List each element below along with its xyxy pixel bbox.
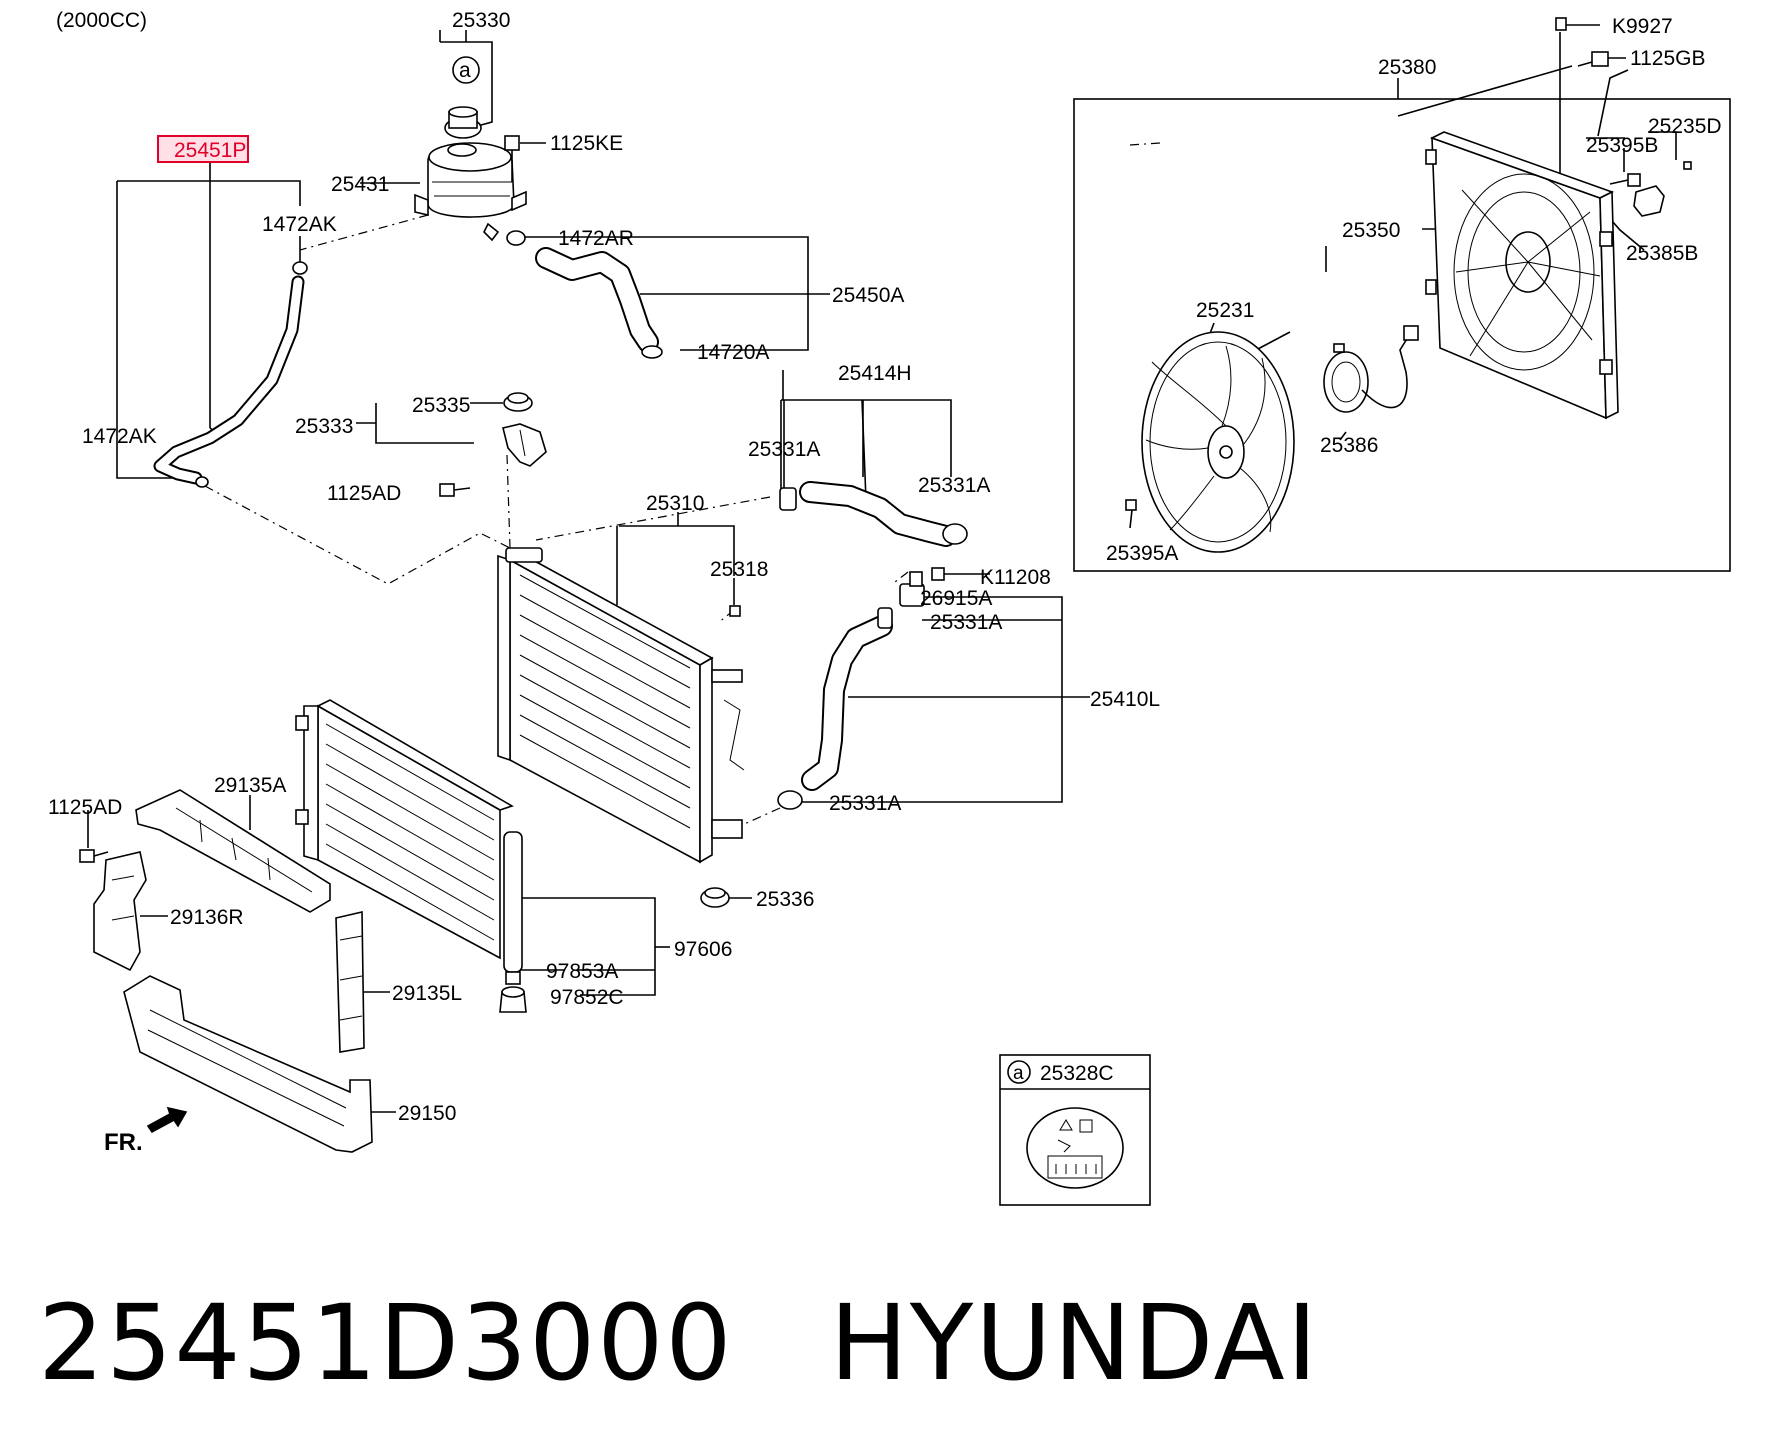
receiver-drier-97853a[interactable] bbox=[503, 831, 523, 985]
cooling-fan-25231[interactable] bbox=[1141, 331, 1295, 553]
front-direction-label: FR. bbox=[104, 1129, 143, 1156]
drier-cap-97852c[interactable] bbox=[499, 986, 527, 1013]
label-25331a-2: 25331A bbox=[918, 474, 990, 497]
mounting-bracket-25333[interactable] bbox=[502, 423, 547, 467]
bolt-1125ad-top[interactable] bbox=[439, 483, 471, 497]
lower-radiator-hose-25410l[interactable] bbox=[801, 615, 893, 791]
label-1125gb: 1125GB bbox=[1630, 47, 1706, 70]
label-25410l: 25410L bbox=[1090, 688, 1160, 711]
radiator-25310[interactable] bbox=[497, 547, 745, 864]
label-25385b: 25385B bbox=[1626, 242, 1698, 265]
label-1125ad-left: 1125AD bbox=[48, 796, 122, 819]
air-guard-29136r[interactable] bbox=[93, 851, 147, 972]
screw-25235d[interactable] bbox=[1683, 161, 1692, 170]
label-1125ad-top: 1125AD bbox=[327, 482, 401, 505]
label-25331a-4: 25331A bbox=[829, 792, 901, 815]
label-14720a: 14720A bbox=[697, 341, 769, 364]
label-k9927: K9927 bbox=[1612, 15, 1673, 38]
clip-k11208[interactable] bbox=[931, 567, 990, 581]
grommet-25336[interactable] bbox=[700, 887, 730, 908]
fan-assembly-frame bbox=[1073, 98, 1731, 572]
label-25231: 25231 bbox=[1196, 299, 1254, 322]
hose-clamp-25331a-1[interactable] bbox=[779, 487, 797, 511]
grommet-25335[interactable] bbox=[503, 392, 533, 412]
label-29150: 29150 bbox=[398, 1102, 456, 1125]
label-1472ar: 1472AR bbox=[558, 227, 634, 250]
callout-marker-letter: a bbox=[459, 59, 471, 82]
engine-variant-label: (2000CC) bbox=[56, 9, 147, 32]
reservoir-cap[interactable] bbox=[444, 106, 482, 139]
lower-air-guard-29150[interactable] bbox=[123, 975, 373, 1153]
air-guard-29135l[interactable] bbox=[335, 910, 365, 1053]
label-25331a-1: 25331A bbox=[748, 438, 820, 461]
footer-title: 25451D3000 HYUNDAI bbox=[38, 1282, 1319, 1412]
hose-clamp-25331a-2[interactable] bbox=[942, 523, 968, 545]
upper-radiator-hose-25414h[interactable] bbox=[799, 481, 957, 547]
highlighted-part-box[interactable] bbox=[157, 135, 249, 163]
callout-box-marker: a bbox=[1013, 1063, 1024, 1084]
footer-part-number: 25451D3000 bbox=[38, 1282, 734, 1404]
leader-lines bbox=[87, 30, 1090, 1113]
label-k11208: K11208 bbox=[980, 566, 1051, 589]
warning-label-icon bbox=[1026, 1107, 1124, 1189]
label-26915a: 26915A bbox=[920, 587, 992, 610]
label-25318: 25318 bbox=[710, 558, 768, 581]
hose-clamp-25331a-3[interactable] bbox=[877, 607, 893, 629]
condenser-97606[interactable] bbox=[295, 699, 514, 960]
hose-clamp-25331a-4[interactable] bbox=[777, 790, 803, 810]
label-97852c: 97852C bbox=[550, 986, 624, 1009]
hose-clamp-14720a[interactable] bbox=[641, 345, 663, 359]
label-25395a: 25395A bbox=[1106, 542, 1178, 565]
callout-box-25328c bbox=[999, 1054, 1151, 1206]
label-1472ak-top: 1472AK bbox=[262, 213, 337, 236]
vent-hose-25451p[interactable] bbox=[153, 275, 305, 485]
label-1125ke: 1125KE bbox=[550, 132, 623, 155]
footer-brand: HYUNDAI bbox=[829, 1282, 1320, 1404]
part-labels: 25330 1125KE 25431 1472AK 1472AR 25450A … bbox=[48, 9, 1722, 1125]
label-29135l: 29135L bbox=[392, 982, 462, 1005]
bolt-25395b[interactable] bbox=[1609, 173, 1641, 187]
label-25335: 25335 bbox=[412, 394, 470, 417]
label-25350: 25350 bbox=[1342, 219, 1400, 242]
fan-resistor-25385b[interactable] bbox=[1633, 185, 1665, 217]
hose-clamp-1472ak-top[interactable] bbox=[292, 261, 308, 275]
label-25330: 25330 bbox=[452, 9, 510, 32]
label-29135a: 29135A bbox=[214, 774, 286, 797]
hose-clamp-1472ak-left[interactable] bbox=[195, 476, 209, 488]
label-25395b: 25395B bbox=[1586, 134, 1658, 157]
label-1472ak-left: 1472AK bbox=[82, 425, 157, 448]
label-25310: 25310 bbox=[646, 492, 704, 515]
fan-shroud-25350[interactable] bbox=[1425, 131, 1619, 420]
bolt-1125gb[interactable] bbox=[1577, 51, 1626, 67]
drain-plug-25318[interactable] bbox=[729, 605, 741, 617]
hose-25450a[interactable] bbox=[535, 247, 659, 353]
label-97606: 97606 bbox=[674, 938, 732, 961]
label-25328c: 25328C bbox=[1040, 1062, 1114, 1085]
fitting-26915a[interactable] bbox=[899, 571, 925, 607]
hose-clamp-1472ar[interactable] bbox=[506, 230, 526, 246]
label-25380: 25380 bbox=[1378, 56, 1436, 79]
air-guard-29135a[interactable] bbox=[135, 789, 331, 913]
coolant-reservoir-tank[interactable] bbox=[414, 142, 527, 242]
label-25414h: 25414H bbox=[838, 362, 912, 385]
label-97853a: 97853A bbox=[546, 960, 618, 983]
fan-motor-25386[interactable] bbox=[1323, 325, 1419, 413]
label-29136r: 29136R bbox=[170, 906, 244, 929]
label-25331a-3: 25331A bbox=[930, 611, 1002, 634]
callout-marker-a-top bbox=[452, 56, 480, 84]
front-direction-arrow bbox=[146, 1106, 188, 1134]
label-25386: 25386 bbox=[1320, 434, 1378, 457]
label-25450a: 25450A bbox=[832, 284, 904, 307]
screw-k9927[interactable] bbox=[1555, 17, 1600, 31]
label-25431: 25431 bbox=[331, 173, 389, 196]
label-25235d: 25235D bbox=[1648, 115, 1722, 138]
label-25336: 25336 bbox=[756, 888, 814, 911]
screw-25395a[interactable] bbox=[1125, 499, 1137, 511]
highlighted-part-label[interactable]: 25451P bbox=[174, 139, 246, 162]
bolt-1125ke[interactable] bbox=[504, 135, 520, 182]
bolt-1125ad-left[interactable] bbox=[79, 849, 109, 863]
label-25333: 25333 bbox=[295, 415, 353, 438]
